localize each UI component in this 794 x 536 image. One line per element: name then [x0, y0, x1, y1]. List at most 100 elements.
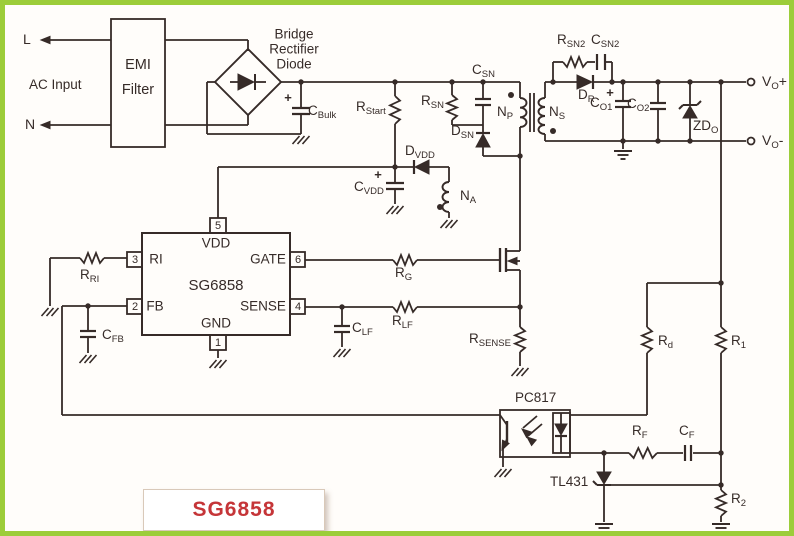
ground-rsense	[510, 367, 530, 377]
junction-dot	[550, 79, 556, 85]
label-rsn2-subscript: SN2	[566, 39, 586, 50]
phototransistor-collector	[499, 414, 508, 426]
label-emi-filter: Filter	[121, 82, 155, 99]
label-rd-base: R	[658, 333, 668, 348]
label-vo-minus: VO-	[762, 132, 784, 151]
label-cbulk-subscript: Bulk	[317, 110, 337, 121]
junction-dot	[620, 79, 626, 85]
ground-cvdd	[385, 205, 405, 215]
label-dr: DR	[578, 87, 595, 105]
ic-pin1-name: GND	[201, 315, 231, 331]
resistor-rsn2-symbol	[562, 54, 588, 70]
label-na-base: N	[460, 188, 470, 203]
ground-clf	[332, 348, 352, 358]
label-r2-base: R	[731, 491, 741, 506]
label-rsense: RSENSE	[469, 331, 511, 349]
junction-dot	[601, 450, 607, 456]
junction-dot	[85, 303, 91, 309]
junction-dot	[718, 79, 724, 85]
label-vo-minus-suffix: -	[778, 132, 784, 148]
schematic-canvas	[39, 18, 756, 529]
label-rg: RG	[395, 265, 412, 283]
resistor-r1-symbol	[713, 326, 729, 354]
terminal-vo-minus	[746, 136, 756, 146]
junction-dot	[620, 138, 626, 144]
resistor-rlf-symbol	[392, 299, 418, 315]
diode-dr-triangle	[576, 74, 594, 90]
label-zdo-subscript: O	[711, 125, 719, 136]
light-arrow	[527, 423, 543, 437]
label-csn2-base: C	[591, 32, 601, 47]
label-rlf-base: R	[392, 313, 402, 328]
label-csn-base: C	[472, 62, 482, 77]
ic-pin4-name: SENSE	[240, 298, 286, 314]
terminal-vo-plus	[746, 77, 756, 87]
label-cfb-subscript: FB	[111, 334, 124, 345]
junction-dot	[718, 450, 724, 456]
winding-ns	[537, 97, 546, 135]
bridge-rectifier-symbol	[213, 47, 283, 117]
label-cbulk: CBulk	[308, 103, 337, 121]
label-zdo-base: ZD	[693, 118, 711, 133]
junction-dot	[480, 79, 486, 85]
resistor-rsense-symbol	[512, 326, 528, 353]
winding-np	[519, 97, 528, 128]
label-co2: CO2	[627, 96, 650, 114]
ic-pin3-num: 3	[131, 253, 139, 266]
label-emi: EMI	[125, 57, 151, 74]
tl431-bar	[592, 480, 611, 486]
label-co1-base: C	[590, 95, 600, 110]
label-np-base: N	[497, 104, 507, 119]
diode-dvdd-triangle	[413, 159, 430, 175]
ic-pin6-name: GATE	[250, 251, 286, 267]
junction-dot	[718, 482, 724, 488]
label-rstart-subscript: Start	[365, 106, 386, 117]
zener-zdo-triangle	[682, 105, 698, 119]
label-co1: CO1	[590, 95, 612, 113]
resistor-r2-symbol	[713, 489, 729, 517]
label-dsn: DSN	[451, 123, 474, 141]
cbulk-plus-sign: +	[284, 89, 292, 105]
label-rd-subscript: d	[667, 340, 674, 351]
junction-dot	[392, 164, 398, 170]
label-rsn2: RSN2	[557, 32, 586, 50]
label-csn: CSN	[472, 62, 495, 80]
label-rlf-subscript: LF	[401, 320, 413, 331]
label-ns-subscript: S	[558, 111, 566, 122]
ground-na	[439, 219, 459, 229]
junction-dot	[609, 79, 615, 85]
polarity-dot-na	[437, 204, 443, 210]
ic-pin4-num: 4	[294, 300, 302, 313]
resistor-rstart-symbol	[387, 95, 403, 125]
label-pc817: PC817	[515, 390, 557, 405]
label-rg-base: R	[395, 265, 405, 280]
ic-pin3-box	[126, 251, 143, 268]
label-vo-plus-base: V	[762, 73, 772, 89]
resistor-rri-symbol	[79, 250, 105, 266]
part-number-badge: SG6858	[143, 489, 325, 531]
label-rsense-base: R	[469, 331, 479, 346]
junction-dot	[392, 79, 398, 85]
label-csn2: CSN2	[591, 32, 620, 50]
label-ac-input: AC Input	[29, 77, 82, 92]
label-co2-base: C	[627, 96, 637, 111]
label-bridge-rectifier: Bridge Rectifier Diode	[269, 26, 319, 72]
ground-ic	[208, 359, 228, 369]
label-rf: RF	[632, 423, 648, 441]
label-r1-base: R	[731, 333, 741, 348]
label-r2: R2	[731, 491, 746, 509]
label-ac-n: N	[25, 116, 36, 132]
label-rlf: RLF	[392, 313, 413, 331]
label-rstart-base: R	[356, 99, 366, 114]
label-co2-subscript: O2	[636, 103, 650, 114]
label-rsn-subscript: SN	[430, 100, 444, 111]
label-csn2-subscript: SN2	[600, 39, 620, 50]
junction-dot	[298, 79, 304, 85]
resistor-rg-symbol	[392, 252, 418, 268]
label-zdo: ZDO	[693, 118, 719, 136]
label-ac-l: L	[23, 31, 31, 47]
ic-pin6-num: 6	[294, 253, 302, 266]
tl431-triangle	[596, 471, 612, 485]
label-cbulk-base: C	[308, 103, 318, 118]
